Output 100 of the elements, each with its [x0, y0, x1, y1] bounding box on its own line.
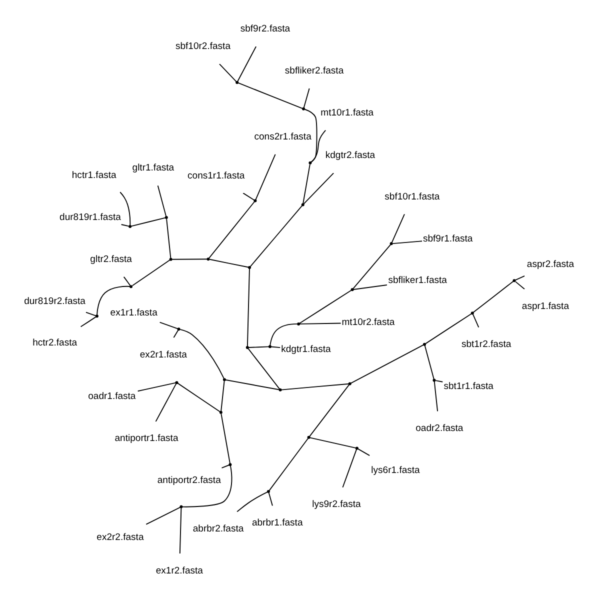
node-point	[355, 446, 358, 450]
node-text: dur819r1.fasta	[60, 212, 121, 223]
connector	[180, 328, 224, 379]
node-text: ex1r1.fasta	[110, 307, 158, 318]
connector	[302, 164, 310, 204]
node-point	[248, 266, 252, 269]
connector	[80, 316, 96, 328]
node-text: gltr1.fasta	[132, 162, 174, 174]
connector	[299, 322, 342, 324]
node-point	[169, 258, 172, 261]
node-text: antiportr2.fasta	[157, 475, 221, 486]
node-text: cons1r1.fasta	[188, 170, 245, 182]
connector	[270, 346, 281, 348]
connector	[220, 380, 225, 412]
connector	[85, 312, 96, 316]
node-text: hctr2.fasta	[32, 338, 78, 349]
node-point	[301, 203, 304, 206]
connector	[132, 260, 170, 286]
node-point	[278, 388, 282, 392]
connector	[166, 218, 172, 259]
node-text: gltr2.fasta	[90, 254, 132, 265]
connector	[237, 46, 257, 82]
node-point	[254, 199, 257, 202]
connector	[137, 382, 176, 392]
node-point	[390, 242, 393, 246]
connector	[209, 258, 249, 268]
connector	[268, 492, 273, 506]
node-point	[164, 216, 168, 220]
node-point	[177, 328, 180, 331]
node-point	[219, 410, 222, 414]
connector	[434, 381, 438, 412]
connector	[179, 507, 182, 554]
node-text: lys6r1.fasta	[371, 464, 420, 476]
node-text: mt10r1.fasta	[320, 107, 374, 118]
connector	[425, 313, 472, 344]
connector	[123, 276, 131, 286]
node-text: ex2r1.fasta	[140, 349, 187, 360]
node-point	[95, 314, 98, 318]
node-point	[297, 322, 300, 326]
node-text: abrbr1.fasta	[252, 517, 303, 528]
node-point	[512, 279, 516, 282]
node-text: abrbr2.fasta	[192, 523, 244, 534]
node-text: ex2r2.fasta	[96, 532, 144, 543]
node-text: lys9r2.fasta	[312, 498, 361, 510]
node-text: sbt1r1.fasta	[444, 380, 494, 392]
node-point	[268, 345, 272, 348]
node-point	[130, 285, 132, 288]
node-point	[128, 224, 132, 228]
connector	[236, 492, 268, 512]
node-point	[175, 381, 178, 384]
connector	[270, 323, 298, 346]
node-text: sbf10r1.fasta	[384, 191, 440, 202]
connector	[120, 224, 130, 227]
node-point	[350, 288, 354, 292]
connector	[248, 348, 280, 390]
connector	[250, 205, 303, 267]
node-point	[246, 346, 249, 350]
connector	[248, 346, 270, 348]
connector	[352, 244, 391, 290]
node-text: sbfliker2.fasta	[284, 65, 344, 76]
connector	[159, 322, 178, 330]
node-text: sbfliker1.fasta	[388, 275, 447, 286]
node-text: ex1r2.fasta	[156, 565, 203, 576]
connector	[472, 280, 514, 313]
node-text: sbf9r2.fasta	[240, 23, 290, 34]
node-text: kdgtr2.fasta	[325, 150, 376, 162]
connector	[515, 281, 525, 290]
node-text: mt10r2.fasta	[342, 317, 395, 328]
connector	[299, 290, 352, 324]
node-text: cons2r1.fasta	[254, 131, 312, 142]
connector	[208, 201, 255, 259]
connector	[281, 383, 350, 390]
connector	[350, 344, 424, 384]
node-point	[266, 490, 270, 494]
node-point	[236, 80, 239, 84]
connector	[342, 448, 358, 488]
connector	[220, 413, 230, 464]
node-text: oadr2.fasta	[416, 422, 464, 434]
connector	[472, 314, 480, 328]
connector	[255, 154, 276, 200]
connector	[221, 464, 230, 468]
connector	[225, 379, 280, 390]
connector	[392, 240, 423, 244]
connector	[130, 217, 166, 227]
connector	[172, 258, 208, 260]
node-point	[228, 463, 232, 466]
node-text: aspr1.fasta	[522, 300, 569, 312]
node-point	[423, 342, 426, 346]
node-text: hctr1.fasta	[72, 170, 116, 181]
node-text: aspr2.fasta	[526, 258, 574, 270]
node-text: kdgtr1.fasta	[281, 344, 331, 356]
connector	[177, 382, 220, 412]
connector	[246, 268, 250, 347]
node-text: antiportr1.fasta	[114, 433, 178, 444]
connector	[218, 63, 237, 82]
connector	[303, 88, 310, 108]
node-text: dur819r2.fasta	[24, 296, 86, 307]
connector	[391, 214, 405, 243]
connector	[120, 192, 131, 226]
connector	[304, 108, 318, 163]
